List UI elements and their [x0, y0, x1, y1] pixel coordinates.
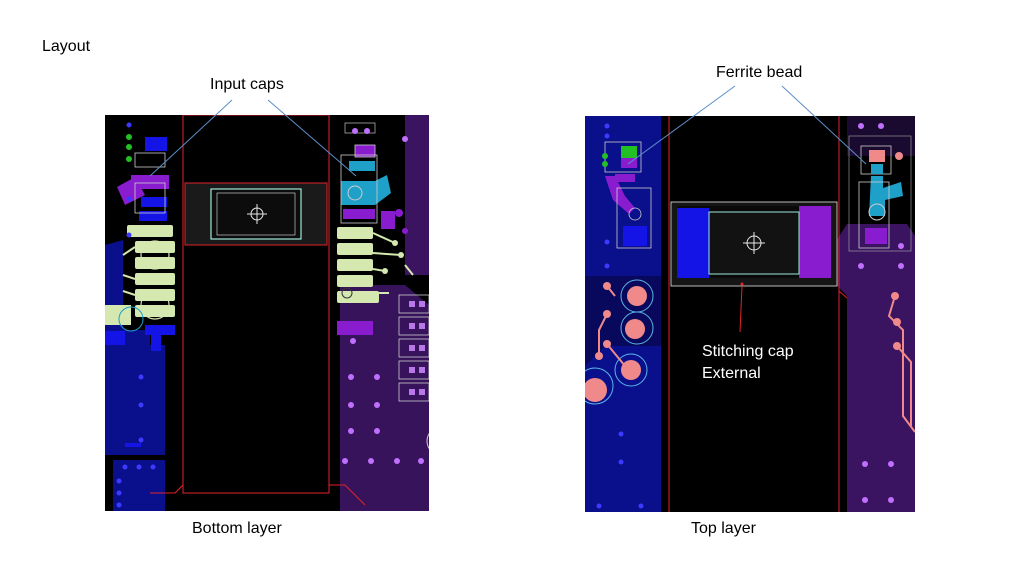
top-layer-caption: Top layer	[691, 520, 756, 537]
top-layer-view: Stitching cap External	[585, 116, 915, 512]
input-caps-label: Input caps	[210, 76, 284, 93]
stitching-cap-line: Stitching cap	[702, 343, 794, 360]
stitching-cap-label: Stitching cap External	[702, 341, 794, 385]
bottom-layer-artwork	[105, 115, 429, 511]
bottom-layer-view	[105, 115, 429, 511]
ferrite-bead-label: Ferrite bead	[716, 64, 803, 81]
bottom-layer-caption: Bottom layer	[192, 520, 282, 537]
external-line: External	[702, 365, 761, 382]
top-layer-artwork	[585, 116, 915, 512]
slide-title: Layout	[42, 38, 91, 55]
